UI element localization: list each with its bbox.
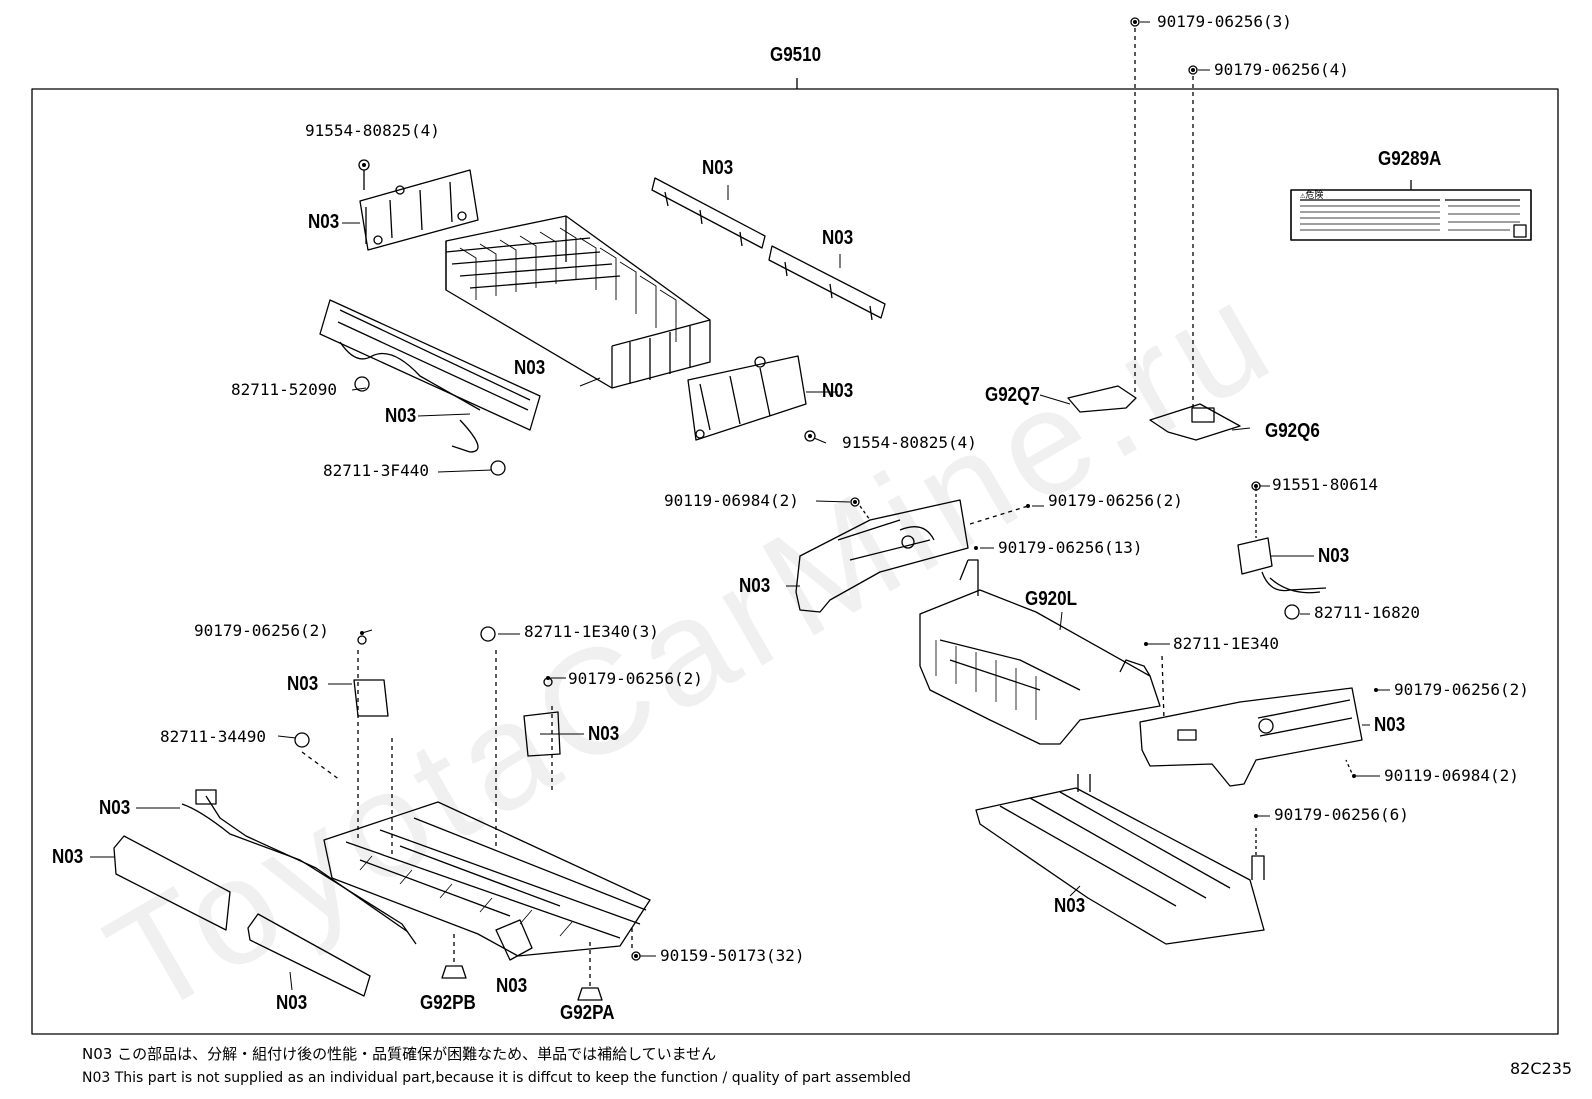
- part-harness-rail: [181, 789, 417, 945]
- g9289a-warning-label: [1290, 180, 1532, 241]
- callout-n03-lower-left-tray: N03: [496, 975, 528, 997]
- callout-90179-06256-2-a: 90179-06256(2): [1048, 491, 1183, 510]
- part-lower-left-tray: [323, 801, 651, 961]
- callout-90179-06256-6: 90179-06256(6): [1274, 805, 1409, 824]
- part-g920l-frame: [919, 559, 1161, 745]
- callout-82711-52090: 82711-52090: [231, 380, 337, 399]
- part-small-bracket-2: [523, 677, 561, 757]
- callout-82711-16820: 82711-16820: [1314, 603, 1420, 622]
- callout-n03-lower-right-tray: N03: [1054, 895, 1086, 917]
- part-rear-bracket: [1139, 687, 1363, 787]
- part-g92pa-clip: [577, 987, 603, 1001]
- part-bracket-plate-right: [687, 355, 816, 442]
- callout-91551-80614: 91551-80614: [1272, 475, 1378, 494]
- callout-n03-small-bracket-1: N03: [287, 673, 319, 695]
- part-lower-right-tray: [975, 774, 1265, 945]
- warning-label-header: ⚠危険: [1300, 191, 1324, 201]
- callout-90179-06256-2-d: 90179-06256(2): [568, 669, 703, 688]
- part-bracket-plate-top-left: [358, 159, 479, 251]
- callout-82711-1E340: 82711-1E340: [1173, 634, 1279, 653]
- callout-90179-06256-2-c: 90179-06256(2): [194, 621, 329, 640]
- callout-90179-06256-4: 90179-06256(4): [1214, 60, 1349, 79]
- figure-id: 82C235: [1510, 1059, 1573, 1078]
- callout-90119-06984-top: 90119-06984(2): [664, 491, 799, 510]
- callout-g92q6: G92Q6: [1265, 420, 1320, 442]
- callout-n03-rear-bracket: N03: [1374, 714, 1406, 736]
- part-upper-bar-2: [768, 245, 886, 321]
- callout-n03-battery-module: N03: [514, 357, 546, 379]
- callout-n03-junction-box: N03: [1318, 545, 1350, 567]
- callout-g920l: G920L: [1025, 588, 1077, 610]
- callout-90179-06256-3: 90179-06256(3): [1157, 12, 1292, 31]
- callout-91554-80825-mid: 91554-80825(4): [842, 433, 977, 452]
- callout-n03-bus-bar: N03: [385, 405, 417, 427]
- part-g92q6-bracket: [1149, 403, 1241, 441]
- callout-n03-harness: N03: [99, 797, 131, 819]
- callout-g92q7: G92Q7: [985, 384, 1040, 406]
- part-left-rail-2: [247, 913, 371, 997]
- callout-82711-3F440: 82711-3F440: [323, 461, 429, 480]
- callout-n03-left-rail-1: N03: [52, 846, 84, 868]
- part-g92q7-bracket: [1067, 385, 1137, 413]
- part-upper-bar-1: [651, 177, 766, 249]
- callout-82711-1E340-3: 82711-1E340(3): [524, 622, 659, 641]
- g9289a-label: G9289A: [1378, 148, 1442, 170]
- callout-n03-small-bracket-2: N03: [588, 723, 620, 745]
- callout-n03-left-rail-2: N03: [276, 992, 308, 1014]
- callout-90159-50173: 90159-50173(32): [660, 946, 805, 965]
- part-small-bracket-1: [353, 635, 389, 717]
- callout-90119-06984-bottom: 90119-06984(2): [1384, 766, 1519, 785]
- part-junction-box: [1237, 481, 1327, 620]
- callout-91554-80825-top: 91554-80825(4): [305, 121, 440, 140]
- callout-n03-upper-bar-2: N03: [822, 227, 854, 249]
- group-frame: [31, 88, 1559, 1035]
- callout-n03-front-bracket: N03: [739, 575, 771, 597]
- callout-82711-34490: 82711-34490: [160, 727, 266, 746]
- callout-n03-upper-bar-1: N03: [702, 157, 734, 179]
- part-battery-module: [445, 215, 711, 389]
- part-left-rail-1: [113, 835, 231, 931]
- callout-n03-plate-top-left: N03: [308, 211, 340, 233]
- part-bus-bar-module: [319, 299, 541, 476]
- footnote-english: N03 This part is not supplied as an indi…: [82, 1070, 911, 1086]
- callout-90179-06256-13: 90179-06256(13): [998, 538, 1143, 557]
- group-label: G9510: [770, 44, 822, 66]
- part-front-bracket: [795, 497, 1029, 613]
- part-g92pb-clip: [441, 965, 467, 979]
- callout-g92pb: G92PB: [420, 992, 476, 1014]
- callout-n03-plate-right: N03: [822, 380, 854, 402]
- footnote-japanese: N03 この部品は、分解・組付け後の性能・品質確保が困難なため、単品では補給して…: [82, 1045, 717, 1063]
- callout-g92pa: G92PA: [560, 1002, 615, 1024]
- callout-90179-06256-2-b: 90179-06256(2): [1394, 680, 1529, 699]
